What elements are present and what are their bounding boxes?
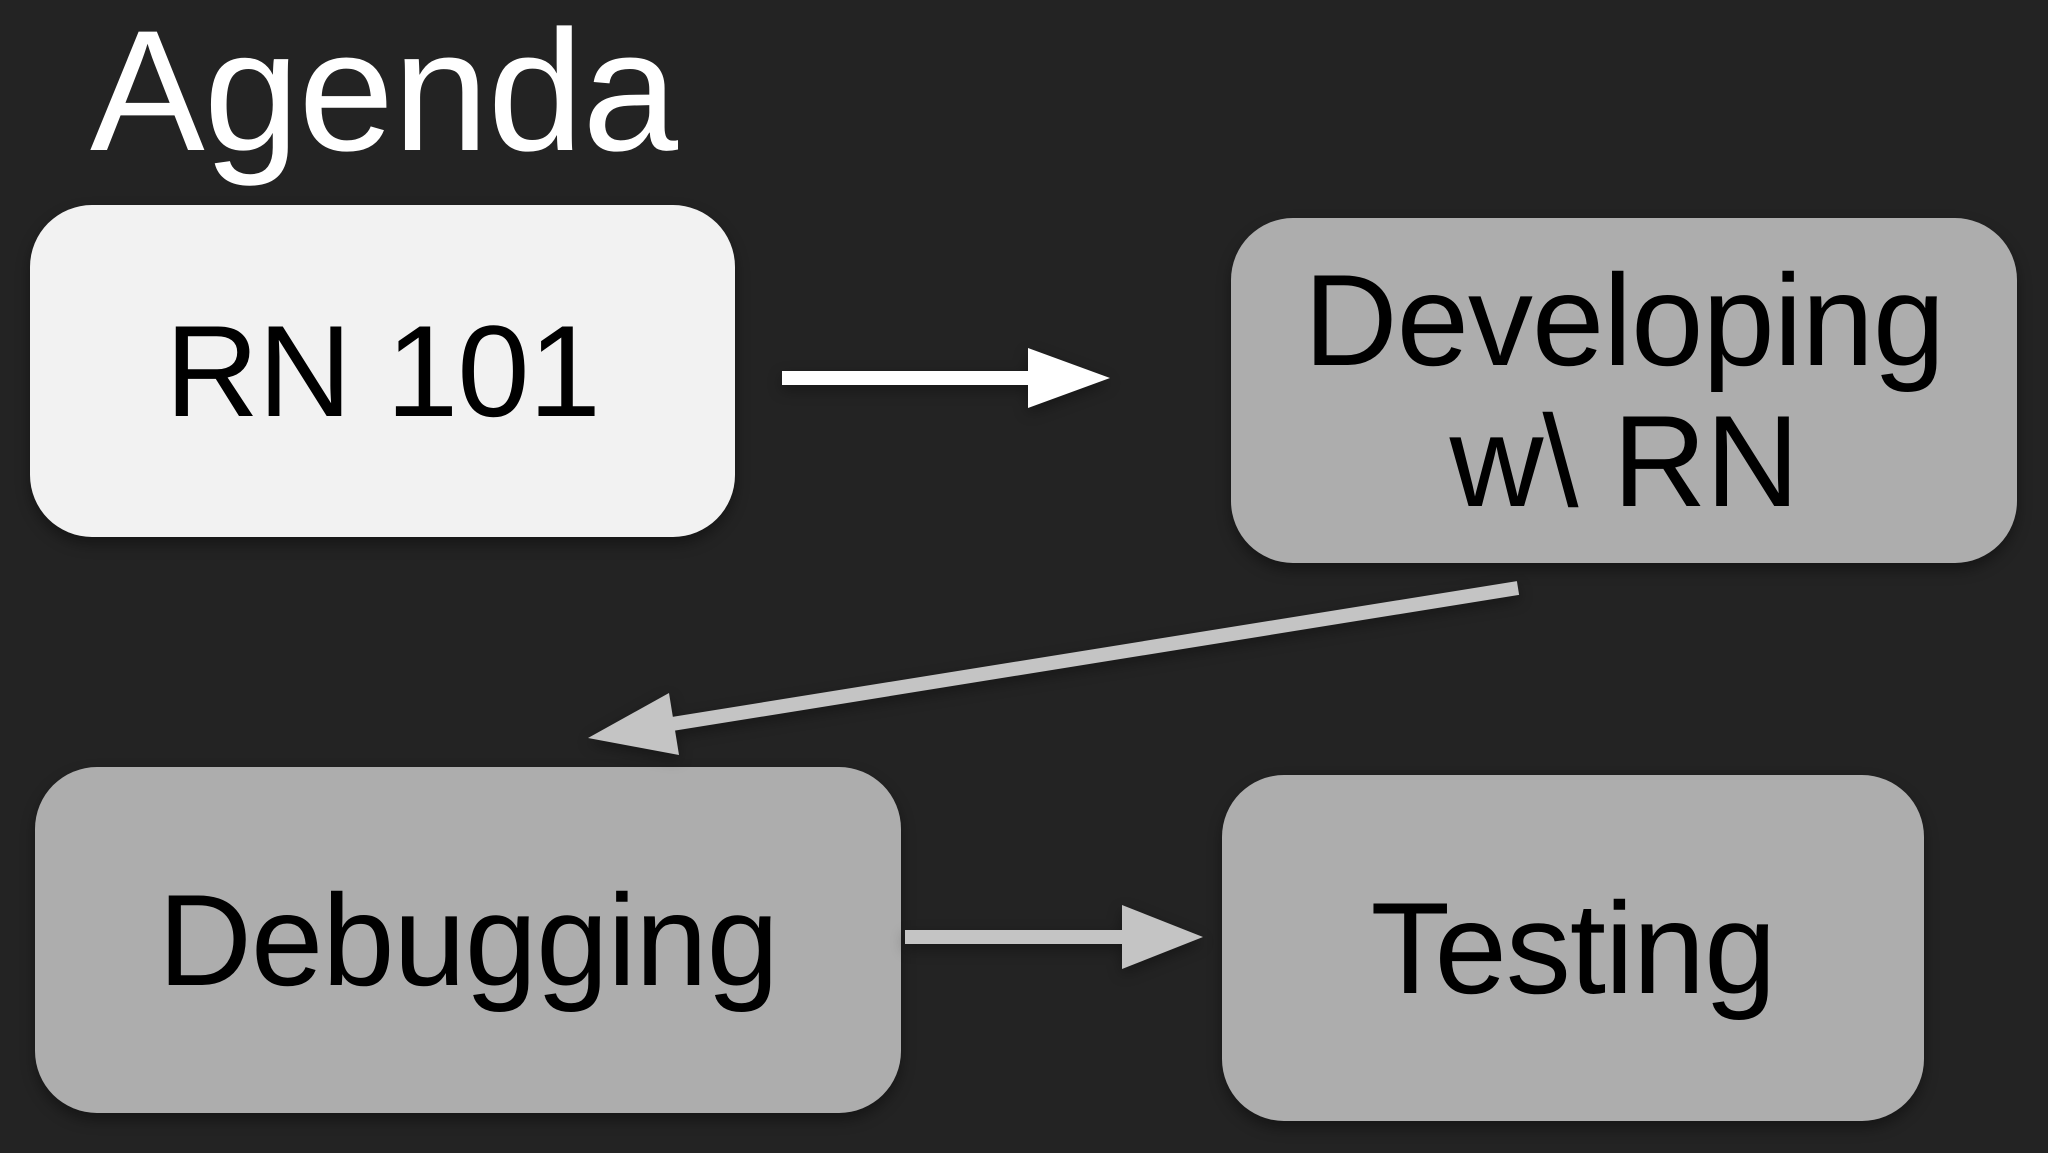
arrow-debugging-to-testing [905,905,1203,969]
arrow-developing-to-debugging-head [588,693,679,755]
arrow-rn101-to-developing-head [1028,348,1110,408]
arrow-developing-to-debugging-shaft [670,581,1520,731]
flow-node-developing-label-line2: w\ RN [1449,387,1800,534]
flow-node-testing: Testing [1222,775,1924,1121]
arrow-rn101-to-developing [782,348,1110,408]
flow-node-testing-label: Testing [1370,874,1777,1021]
slide-title: Agenda [90,0,678,187]
flow-node-developing-w-rn: Developing w\ RN [1231,218,2017,563]
flow-node-debugging: Debugging [35,767,901,1113]
arrow-debugging-to-testing-head [1122,905,1203,969]
arrow-developing-to-debugging [588,581,1520,755]
flow-node-debugging-label: Debugging [158,866,779,1013]
flow-node-developing-label-line1: Developing [1303,247,1945,394]
flow-node-rn-101: RN 101 [30,205,735,537]
flow-node-rn-101-label: RN 101 [165,297,601,444]
